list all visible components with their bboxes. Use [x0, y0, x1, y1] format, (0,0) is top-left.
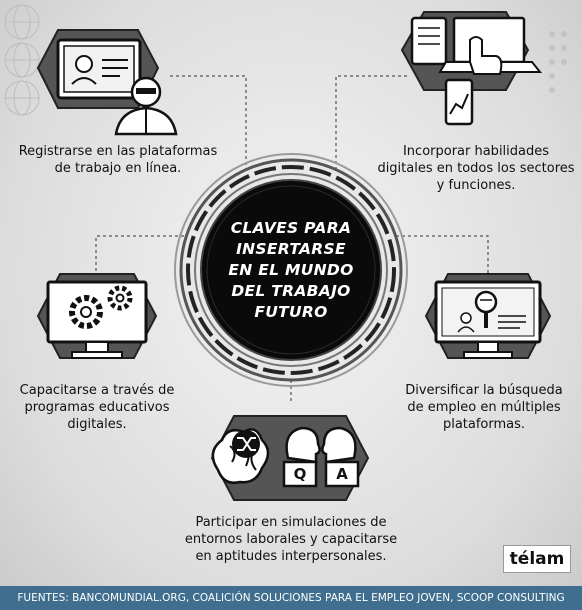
question-person-icon: [282, 426, 321, 488]
a-letter: A: [336, 465, 348, 483]
title-line: FUTURO: [254, 302, 328, 321]
caption-register: Registrarse en las plataformas de trabaj…: [8, 143, 228, 177]
caption-line: de empleo en múltiples: [407, 400, 561, 415]
caption-line: en aptitudes interpersonales.: [195, 549, 387, 564]
caption-line: Diversificar la búsqueda: [405, 383, 563, 398]
dots-decoration-icon: [549, 31, 567, 93]
telam-logo: télam: [503, 545, 571, 573]
title-line: EN EL MUNDO: [228, 260, 354, 279]
caption-digital-skills: Incorporar habilidades digitales en todo…: [370, 143, 582, 194]
center-badge: [174, 153, 408, 387]
caption-training: Capacitarse a través de programas educat…: [8, 382, 186, 433]
caption-line: plataformas.: [442, 417, 526, 432]
caption-line: Registrarse en las plataformas: [18, 144, 218, 159]
caption-line: y funciones.: [436, 178, 516, 193]
caption-line: Incorporar habilidades: [402, 144, 550, 159]
center-title: CLAVES PARA INSERTARSE EN EL MUNDO DEL T…: [212, 205, 370, 335]
brain-qa-icon: [210, 415, 370, 501]
caption-line: entornos laborales y capacitarse: [184, 532, 398, 547]
title-line: INSERTARSE: [236, 239, 346, 258]
digital-devices-icon: [400, 11, 543, 126]
search-monitor-icon: [424, 273, 552, 359]
caption-line: de trabajo en línea.: [54, 161, 182, 176]
caption-line: digitales en todos los sectores: [377, 161, 575, 176]
caption-diversify: Diversificar la búsqueda de empleo en mú…: [394, 382, 574, 433]
title-line: CLAVES PARA: [230, 218, 352, 237]
caption-line: Participar en simulaciones de: [195, 515, 387, 530]
caption-line: Capacitarse a través de: [19, 383, 175, 398]
gears-monitor-icon: [36, 273, 158, 359]
title-line: DEL TRABAJO: [231, 281, 351, 300]
caption-line: digitales.: [67, 417, 127, 432]
answer-person-icon: [321, 426, 360, 488]
caption-line: programas educativos: [24, 400, 170, 415]
sources-footer: FUENTES: BANCOMUNDIAL.ORG, COALICIÓN SOL…: [0, 586, 582, 610]
globe-decoration-icon: [4, 4, 40, 116]
online-profile-icon: [36, 29, 178, 136]
shuffle-icon: [232, 430, 260, 458]
q-letter: Q: [293, 465, 307, 483]
caption-simulations: Participar en simulaciones de entornos l…: [170, 514, 412, 565]
